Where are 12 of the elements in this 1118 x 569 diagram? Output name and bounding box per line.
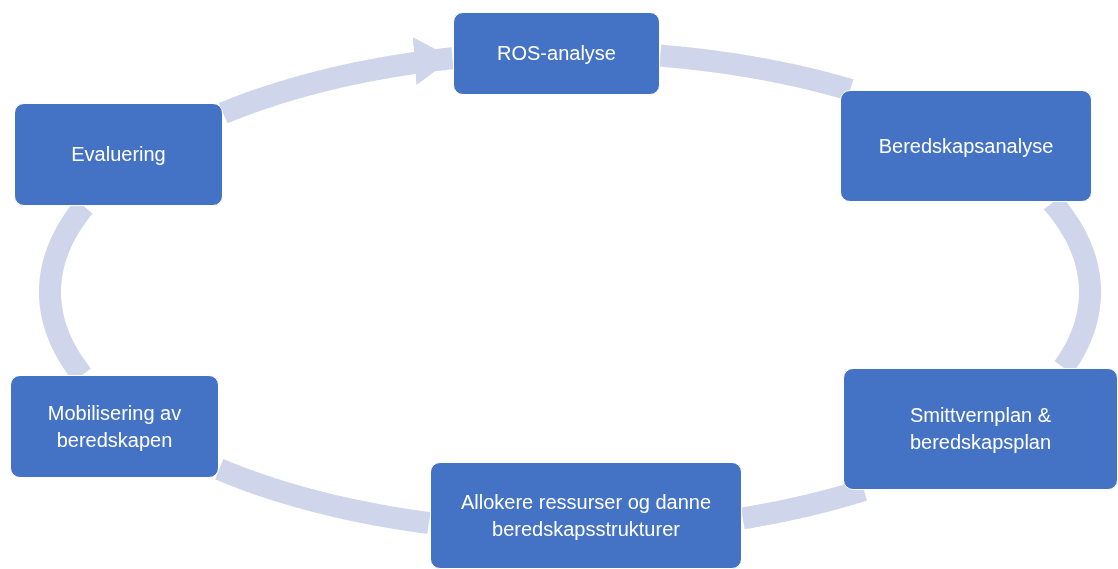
process-box [10,375,219,478]
process-box [14,103,223,206]
step-label: Beredskapsanalyse [878,133,1054,159]
step-label: Smittvernplan & beredskapsplan [908,403,1053,455]
step-label: Allokere ressurser og danne beredskapsstrukturer [459,489,713,542]
step-label: Evaluering [71,142,166,167]
process-box [840,90,1092,202]
process-box [843,368,1118,490]
step-label: ROS-analyse [497,41,616,66]
process-box [453,12,660,95]
process-box [430,462,742,569]
step-label: Mobilisering av beredskapen [46,400,183,453]
